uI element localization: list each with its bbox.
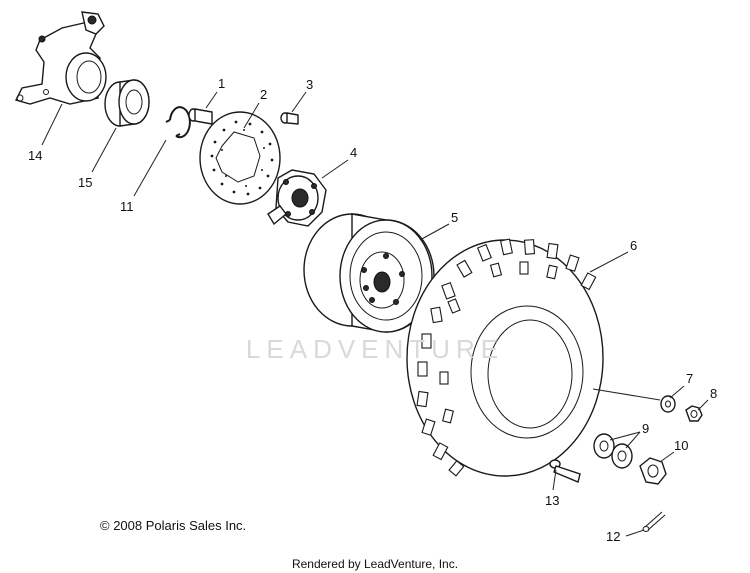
callout-7: 7 [686,371,693,386]
callout-11: 11 [120,199,134,214]
part-10-axle-nut [639,457,667,485]
part-12-cotter-pin [642,511,666,532]
callout-6: 6 [630,238,637,253]
leader-lines [41,91,709,537]
callout-8: 8 [710,386,717,401]
callout-10: 10 [674,438,688,453]
part-3-stud [280,112,299,125]
callout-13: 13 [545,493,559,508]
callout-12: 12 [606,529,620,544]
callout-4: 4 [350,145,357,160]
watermark: LEADVENTURE [245,334,505,364]
part-4-hub [267,169,327,227]
callout-14: 14 [28,148,42,163]
callout-15: 15 [78,175,92,190]
callout-1: 1 [218,76,225,91]
callout-9: 9 [642,421,649,436]
part-13-bolt [549,459,581,483]
rendered-by-text: Rendered by LeadVenture, Inc. [291,557,459,571]
callout-2: 2 [260,87,267,102]
part-6-tire [406,238,604,477]
part-15-bearing [104,79,150,127]
copyright-text: © 2008 Polaris Sales Inc. [100,518,247,533]
part-1-bolt [188,108,213,125]
part-5-rim [303,213,435,333]
part-9-washers [593,433,633,469]
callout-labels: 1 2 3 4 5 6 7 8 9 10 11 12 13 14 15 [28,76,717,544]
part-14-knuckle [14,11,107,105]
part-11-snap-ring [165,106,191,139]
part-7-washer [660,395,676,413]
callout-3: 3 [306,77,313,92]
callout-5: 5 [451,210,458,225]
part-2-brake-disc [199,111,281,205]
